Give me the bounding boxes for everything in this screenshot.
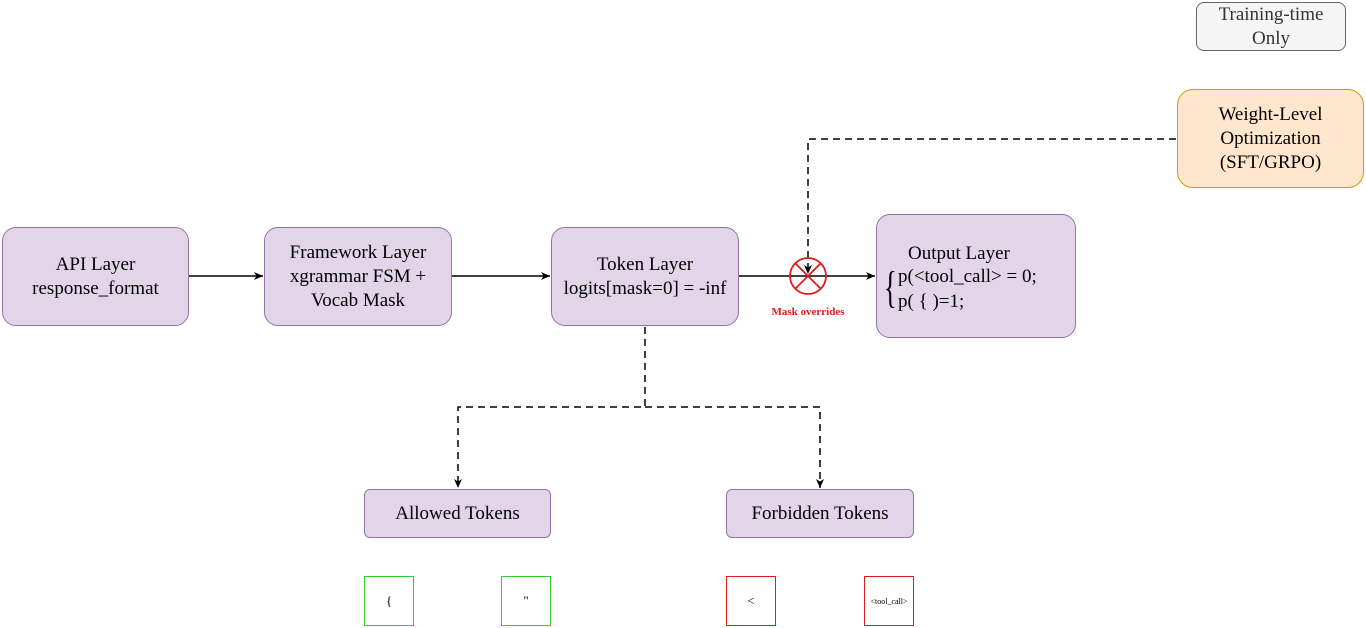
training-time-only-note[interactable]: Training-time Only — [1196, 2, 1346, 51]
allowed-token-brace[interactable]: { — [364, 576, 414, 626]
output-layer-node[interactable] — [876, 214, 1076, 338]
output-brace: { — [884, 263, 897, 312]
token-layer-formula: logits[mask=0] = -inf — [563, 277, 727, 299]
dashed-token-split-path-right — [645, 406, 824, 488]
forbidden-token-lt-text: < — [747, 593, 755, 608]
forbidden-tokens-label: Forbidden Tokens — [751, 502, 889, 524]
framework-layer-title: Framework Layer — [289, 241, 427, 263]
forbidden-token-tool-call[interactable]: <tool_call> — [864, 576, 914, 626]
token-layer-node[interactable]: Token Layer logits[mask=0] = -inf — [551, 227, 739, 326]
blocked-override-icon — [789, 257, 827, 295]
allowed-token-brace-text: { — [385, 593, 393, 608]
token-layer-title: Token Layer — [596, 253, 694, 275]
weight-level-line1: Weight-Level — [1218, 103, 1323, 125]
allowed-token-quote-text: " — [523, 593, 529, 608]
training-time-line2: Only — [1252, 27, 1290, 49]
framework-layer-line2: xgrammar FSM + — [289, 265, 427, 287]
api-layer-title: API Layer — [55, 253, 136, 275]
api-layer-node[interactable]: API Layer response_format — [2, 227, 189, 326]
output-formula-line1: p(<tool_call> = 0; — [898, 266, 1037, 287]
forbidden-tokens-node[interactable]: Forbidden Tokens — [726, 489, 914, 538]
dashed-weight-level-path — [804, 138, 1176, 274]
weight-level-optimization-node[interactable]: Weight-Level Optimization (SFT/GRPO) — [1177, 89, 1364, 188]
training-time-line1: Training-time — [1218, 3, 1324, 25]
forbidden-token-tool-call-text: <tool_call> — [870, 596, 908, 606]
weight-level-line3: (SFT/GRPO) — [1219, 151, 1322, 173]
output-layer-title: Output Layer — [908, 243, 1010, 264]
framework-layer-node[interactable]: Framework Layer xgrammar FSM + Vocab Mas… — [264, 227, 452, 326]
weight-level-line2: Optimization — [1220, 127, 1321, 149]
output-formula-line2: p( { )=1; — [898, 291, 965, 312]
mask-overrides-label: Mask overrides — [771, 306, 845, 318]
dashed-token-split-path — [454, 327, 646, 488]
allowed-tokens-label: Allowed Tokens — [395, 502, 520, 524]
forbidden-token-lt[interactable]: < — [726, 576, 776, 626]
allowed-token-quote[interactable]: " — [501, 576, 551, 626]
framework-layer-line3: Vocab Mask — [310, 289, 406, 311]
output-layer-formulas: { p(<tool_call> = 0; p( { )=1; — [884, 263, 1037, 314]
api-layer-subtitle: response_format — [32, 277, 159, 299]
allowed-tokens-node[interactable]: Allowed Tokens — [364, 489, 551, 538]
